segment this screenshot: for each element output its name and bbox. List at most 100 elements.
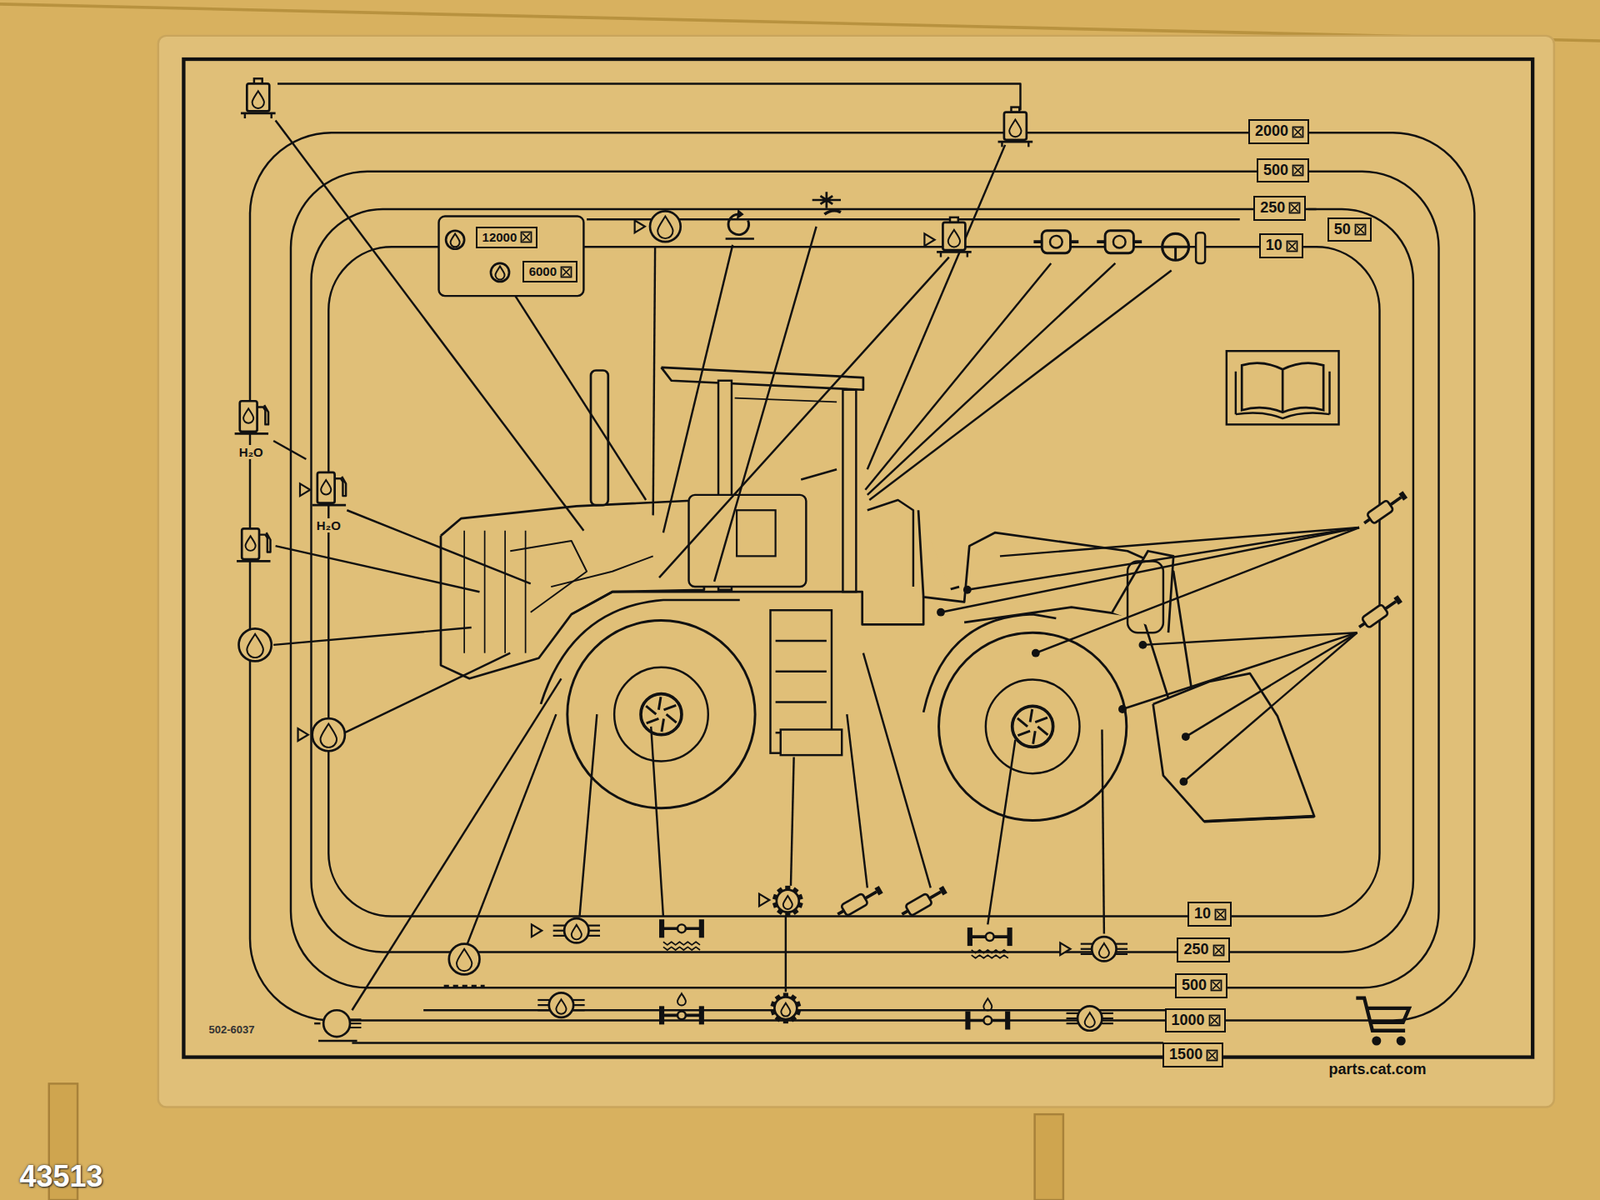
hub xyxy=(640,694,682,735)
service-loop xyxy=(250,132,1475,1020)
swirl-head xyxy=(736,209,745,220)
pump-hose xyxy=(335,476,346,496)
level-check-marker xyxy=(759,894,770,907)
interval-box: 12000 xyxy=(475,226,539,249)
pump-hose xyxy=(259,532,270,552)
checkbox-icon xyxy=(1208,1014,1221,1027)
interval-box: 1500 xyxy=(1162,1042,1224,1068)
checkbox-icon xyxy=(560,265,573,279)
grease-tip xyxy=(1398,490,1408,501)
axle-hub xyxy=(677,1010,686,1020)
leader-line xyxy=(467,714,557,945)
grease-gun-body xyxy=(840,893,869,916)
checkbox-icon xyxy=(1212,944,1225,957)
fluid-label: H₂O xyxy=(237,445,265,460)
cab-console xyxy=(689,495,807,587)
hub-blade xyxy=(1017,718,1028,727)
rim xyxy=(614,667,709,762)
fluid-circle xyxy=(490,263,510,282)
oil-wave xyxy=(971,955,1009,959)
hub-blade xyxy=(658,696,661,710)
watermark: 43513 xyxy=(19,1159,103,1194)
leader-line xyxy=(663,245,733,533)
cooling-fan-icon xyxy=(812,191,841,215)
engine-fin xyxy=(350,1026,361,1029)
interval-hours: 10 xyxy=(1194,905,1211,924)
decal-border xyxy=(183,59,1533,1058)
interval-box: 10 xyxy=(1187,901,1232,927)
level-check-marker xyxy=(298,728,309,741)
checkbox-cross xyxy=(1294,166,1302,175)
manual-icon xyxy=(1226,350,1340,425)
axle-end xyxy=(965,1010,970,1030)
grease-fitting-icon xyxy=(1360,489,1410,528)
hub xyxy=(1012,705,1054,747)
reservoir-body xyxy=(1004,112,1027,140)
engine-detail xyxy=(510,540,587,613)
battery-box xyxy=(780,730,842,756)
interval-box: 500 xyxy=(1256,158,1310,184)
tire xyxy=(567,620,755,808)
cab-post xyxy=(842,390,856,592)
leader-line xyxy=(1101,730,1104,935)
service-loop xyxy=(290,171,1440,989)
grease-nozzle xyxy=(865,891,877,899)
leader-line xyxy=(275,120,585,530)
grease-tip xyxy=(874,885,883,896)
checkbox-cross xyxy=(1215,946,1223,955)
interval-hours: 1000 xyxy=(1171,1011,1205,1030)
dash xyxy=(314,1022,320,1025)
base-line xyxy=(240,112,276,115)
level-check-marker xyxy=(635,220,645,233)
drop-symbol xyxy=(320,724,337,748)
drop-symbol xyxy=(948,230,960,248)
leader-line xyxy=(1035,527,1360,654)
leader-line xyxy=(650,726,664,917)
interval-box: 500 xyxy=(1175,973,1228,999)
axle-end xyxy=(1007,927,1013,946)
drop-symbol xyxy=(1009,120,1021,138)
checkbox-frame xyxy=(1213,945,1224,955)
cab-panel xyxy=(736,510,776,556)
leader-line xyxy=(653,246,655,515)
hub-blade xyxy=(1017,730,1030,736)
filter-icon xyxy=(1080,936,1128,961)
checkbox-frame xyxy=(1207,1050,1218,1060)
grease-gun-body xyxy=(905,893,933,916)
cart-body xyxy=(1355,998,1410,1031)
filter-body xyxy=(1077,1005,1102,1030)
drop-symbol xyxy=(657,216,673,240)
check-triangle xyxy=(300,483,310,496)
checkbox-cross xyxy=(562,268,570,276)
cart-wheel xyxy=(1371,1035,1381,1045)
cylinder-body xyxy=(1105,230,1134,254)
checkbox-cross xyxy=(1212,981,1220,990)
leader-line xyxy=(515,295,646,500)
base-tick xyxy=(270,113,272,119)
leader-line xyxy=(790,757,795,886)
base-tick xyxy=(940,251,942,257)
leader-line xyxy=(967,527,1360,590)
gear-body xyxy=(774,996,797,1020)
level-check-marker xyxy=(1060,942,1070,955)
pump-body xyxy=(240,400,258,432)
fluid-icon xyxy=(239,628,272,661)
fluid-icon xyxy=(490,263,510,282)
grease-nozzle xyxy=(1390,497,1401,505)
grease-plunger xyxy=(837,910,844,915)
dashed-base xyxy=(444,985,485,987)
drop-symbol xyxy=(243,408,254,424)
steering-rim xyxy=(1162,233,1190,260)
interval-box: 50 xyxy=(1327,217,1372,243)
checkbox-cross xyxy=(1290,204,1299,212)
drop-symbol xyxy=(245,535,256,551)
interval-hours: 500 xyxy=(1181,976,1207,995)
drop-symbol xyxy=(1099,943,1110,959)
interval-hours: 6000 xyxy=(529,264,557,280)
base-line xyxy=(236,560,270,563)
grease-plunger xyxy=(1364,519,1370,524)
drop-symbol xyxy=(252,90,265,109)
cylinder-icon xyxy=(1096,230,1142,254)
small-cylinder-icon xyxy=(1195,232,1205,264)
